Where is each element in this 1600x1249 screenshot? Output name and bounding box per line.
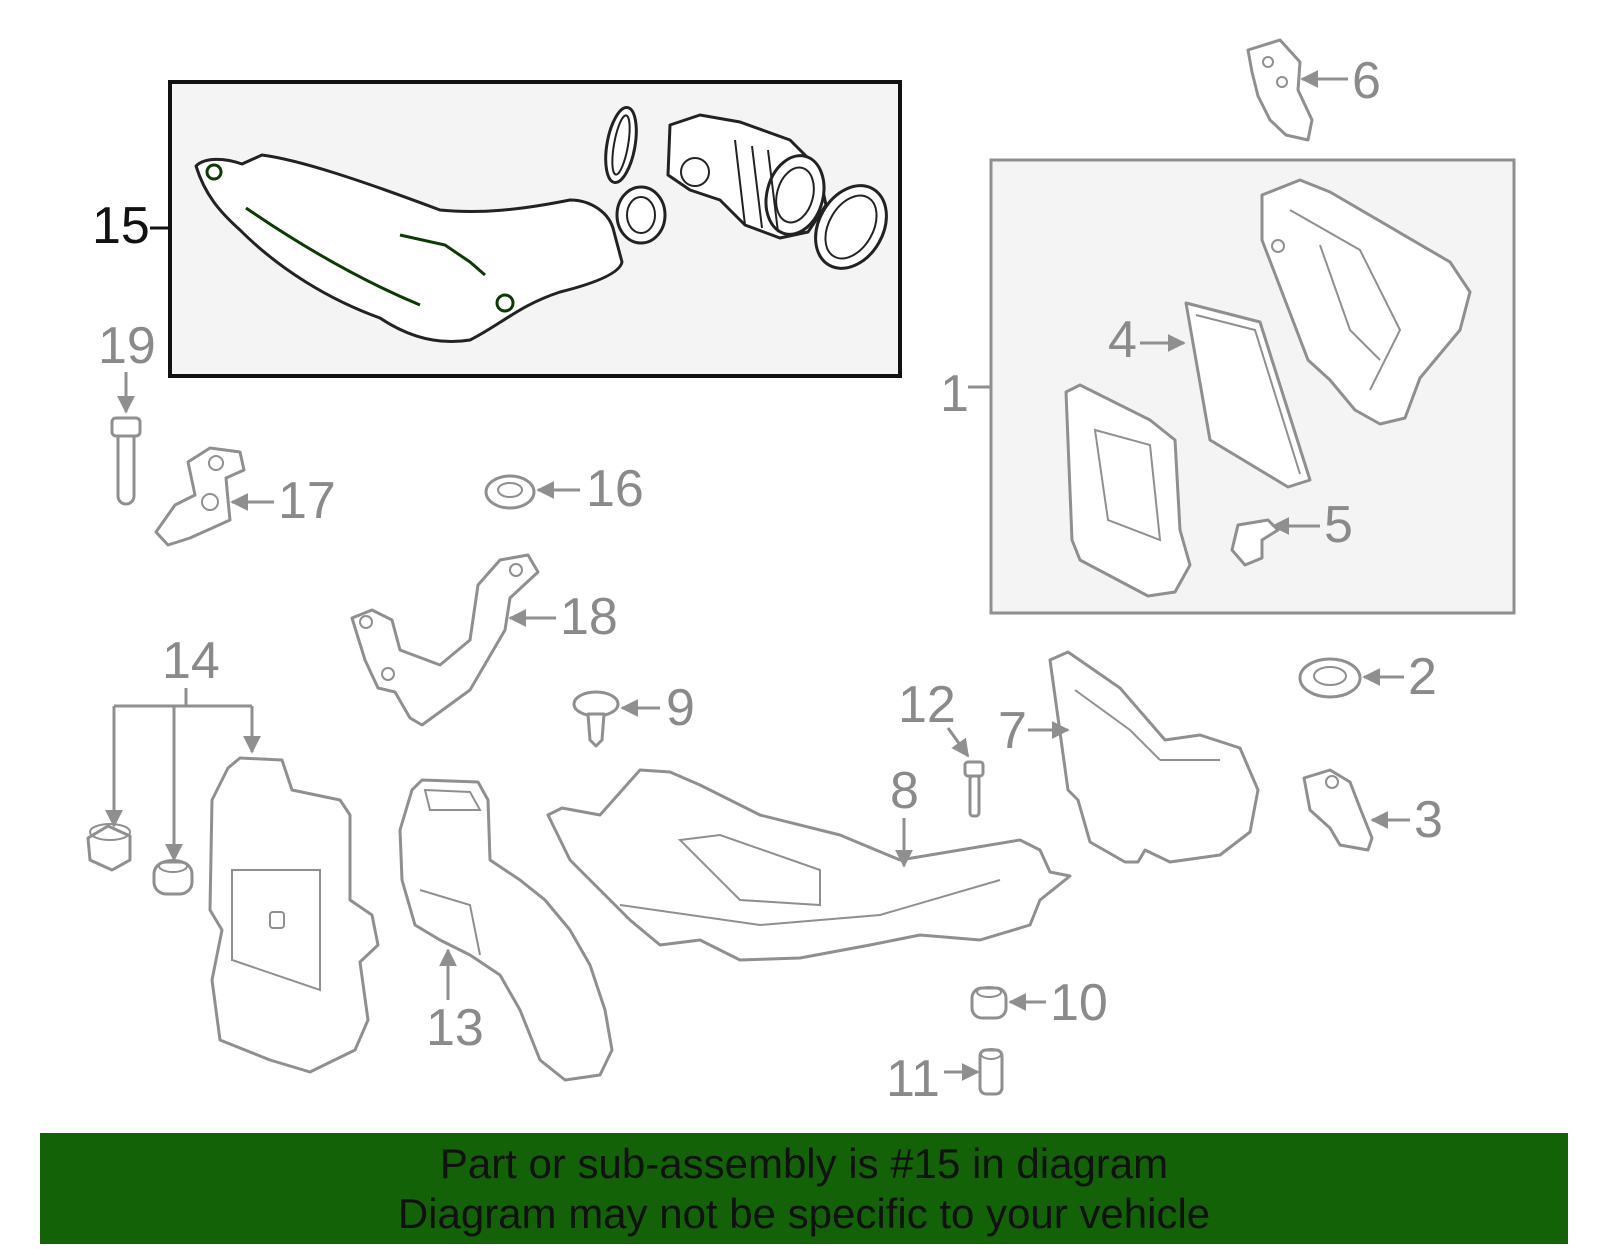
- part-3-bracket: [1302, 768, 1374, 852]
- part-15-elbow-hose: [666, 113, 828, 240]
- part-10-grommet: [970, 986, 1008, 1020]
- part-4-air-filter: [1184, 301, 1312, 489]
- callout-11: 11: [886, 1050, 940, 1108]
- part-19-pin: [110, 416, 142, 506]
- part-11-sleeve: [978, 1048, 1004, 1096]
- part-13-duct: [398, 778, 614, 1082]
- callout-1: 1: [940, 365, 969, 423]
- part-14-sleeve: [86, 823, 132, 872]
- part-2-grommet: [1298, 657, 1362, 699]
- part-17-bracket: [154, 446, 246, 547]
- callout-13: 13: [426, 999, 484, 1057]
- part-5-clip: [1230, 518, 1280, 567]
- info-banner: Part or sub-assembly is #15 in diagram D…: [40, 1133, 1568, 1244]
- callout-14: 14: [162, 632, 220, 690]
- part-18-bracket: [350, 553, 540, 727]
- part-12-bolt: [963, 760, 985, 818]
- callout-12: 12: [898, 676, 956, 734]
- part-7-duct: [1048, 650, 1260, 864]
- leader-14: [112, 688, 254, 858]
- part-6-bracket: [1246, 38, 1314, 142]
- part-15-intake-duct[interactable]: [194, 153, 624, 344]
- part-15-clamp-large: [814, 184, 888, 270]
- callout-4: 4: [1108, 311, 1137, 369]
- callout-7: 7: [998, 702, 1027, 760]
- callout-10: 10: [1050, 974, 1108, 1032]
- callout-9: 9: [666, 679, 695, 737]
- callout-17: 17: [278, 472, 336, 530]
- callout-15: 15: [92, 197, 150, 255]
- banner-line-1: Part or sub-assembly is #15 in diagram: [439, 1139, 1169, 1187]
- part-9-push-pin: [572, 690, 620, 748]
- callout-16: 16: [586, 460, 644, 518]
- part-14-grommet: [152, 859, 194, 896]
- callout-3: 3: [1414, 791, 1443, 849]
- callout-8: 8: [890, 762, 919, 820]
- callout-6: 6: [1352, 52, 1381, 110]
- callout-19: 19: [98, 317, 156, 375]
- part-8-duct: [546, 768, 1072, 962]
- callout-5: 5: [1324, 496, 1353, 554]
- part-15-clamp-small-bottom: [615, 185, 667, 245]
- part-air-cleaner-lower-housing: [1064, 383, 1192, 598]
- part-16-grommet: [484, 474, 536, 510]
- leader-12: [946, 727, 970, 758]
- part-15-clamp-small-top: [604, 105, 638, 185]
- banner-line-2: Diagram may not be specific to your vehi…: [397, 1189, 1211, 1237]
- part-14-resonator: [208, 756, 380, 1074]
- part-air-cleaner-upper-housing: [1260, 178, 1472, 426]
- callout-2: 2: [1408, 648, 1437, 706]
- callout-18: 18: [560, 588, 618, 646]
